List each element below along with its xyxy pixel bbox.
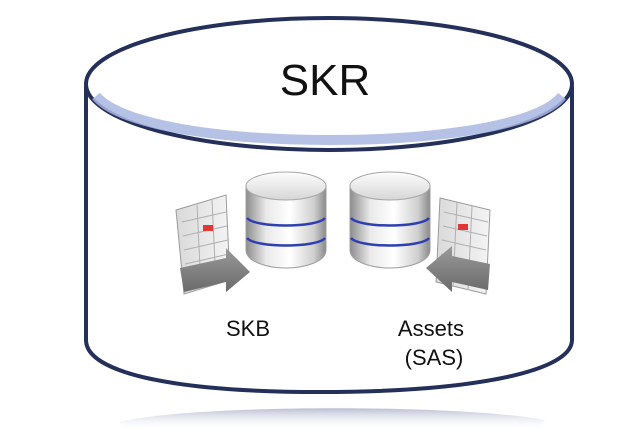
sheet-mark-icon (458, 224, 468, 230)
arrow-icon (426, 246, 490, 292)
arrow-icon (180, 248, 250, 292)
assets-label-line-1: Assets (398, 316, 464, 341)
assets-label: Assets (SAS) (398, 316, 470, 370)
database-cylinder-icon (349, 171, 431, 269)
skb-label: SKB (226, 316, 270, 341)
assets-component: Assets (SAS) (349, 171, 491, 370)
skr-container (84, 16, 574, 430)
skr-container-body (84, 86, 574, 395)
assets-label-line-2: (SAS) (405, 345, 464, 370)
skr-container-reflection (120, 408, 545, 430)
skr-container-top-highlight (92, 92, 566, 146)
database-cylinder-icon (245, 171, 327, 269)
sheet-mark-icon (203, 225, 213, 231)
skr-title: SKR (280, 56, 370, 105)
skr-container-top (84, 16, 574, 152)
skb-component: SKB (175, 171, 327, 341)
